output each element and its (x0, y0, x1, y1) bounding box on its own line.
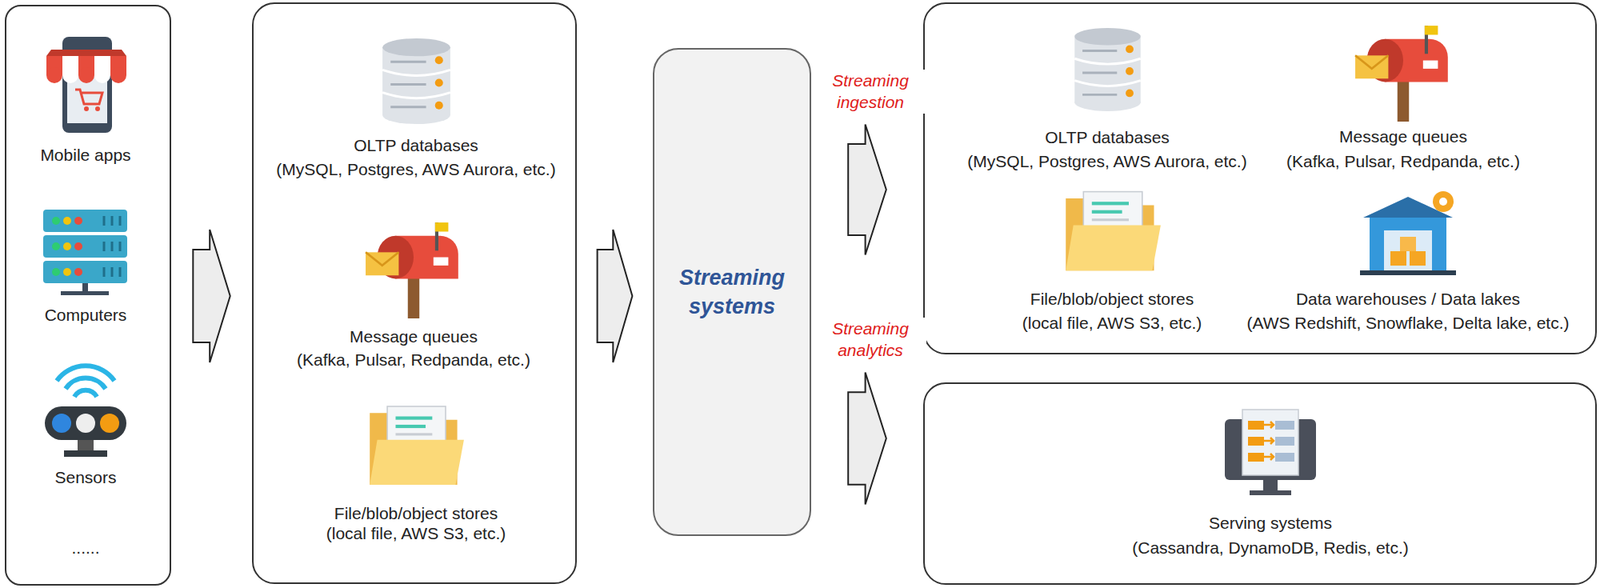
block-arrow (192, 229, 230, 363)
item-label: (AWS Redshift, Snowflake, Delta lake, et… (1246, 312, 1569, 333)
item-label: Mobile apps (40, 144, 131, 165)
warehouse-icon (1360, 191, 1456, 276)
item-label: Message queues (1339, 126, 1468, 147)
item-label: (local file, AWS S3, etc.) (326, 523, 506, 544)
block-arrow (597, 229, 633, 363)
database-icon (1074, 28, 1140, 112)
item-label: File/blob/object stores (334, 503, 498, 524)
mobile-app-icon (46, 36, 127, 133)
message-queue-icon (1355, 25, 1448, 122)
device-panel: Mobile appsComputersSensors...... (4, 4, 172, 586)
item-label: (MySQL, Postgres, AWS Aurora, etc.) (967, 151, 1247, 172)
item-label: (Kafka, Pulsar, Redpanda, etc.) (1286, 151, 1520, 172)
source-panel: OLTP databases (MySQL, Postgres, AWS Auro… (252, 2, 577, 584)
sensor-icon (44, 365, 127, 457)
item-label: Computers (44, 304, 128, 325)
file-store-icon (369, 406, 464, 485)
item-label: Message queues (349, 326, 478, 347)
serving-panel: Serving systems (Cassandra, DynamoDB, Red… (923, 382, 1597, 585)
block-arrow (848, 372, 887, 505)
item-label: Data warehouses / Data lakes (1296, 288, 1520, 309)
item-label: File/blob/object stores (1030, 288, 1194, 309)
system-title: Streaming systems (662, 263, 802, 322)
streaming-box: Streaming systems (652, 48, 812, 536)
item-label: (Cassandra, DynamoDB, Redis, etc.) (1132, 537, 1408, 558)
item-label: Sensors (54, 467, 116, 488)
item-label: (Kafka, Pulsar, Redpanda, etc.) (296, 349, 531, 370)
database-icon (382, 38, 451, 124)
serving-icon (1224, 409, 1316, 496)
edge-label: Streaming ingestion (814, 69, 927, 114)
item-label: Serving systems (1208, 512, 1332, 533)
item-label: OLTP databases (353, 135, 479, 156)
item-label: OLTP databases (1044, 127, 1170, 148)
item-label: (local file, AWS S3, etc.) (1022, 312, 1202, 333)
file-store-icon (1065, 192, 1161, 272)
item-label: ...... (71, 537, 100, 558)
block-arrow (848, 124, 887, 256)
server-icon (43, 209, 128, 296)
item-label: (MySQL, Postgres, AWS Aurora, etc.) (276, 159, 556, 180)
edge-label: Streaming analytics (814, 317, 927, 362)
sink-panel: OLTP databases (MySQL, Postgres, AWS Auro… (923, 2, 1597, 355)
message-queue-icon (365, 222, 459, 319)
